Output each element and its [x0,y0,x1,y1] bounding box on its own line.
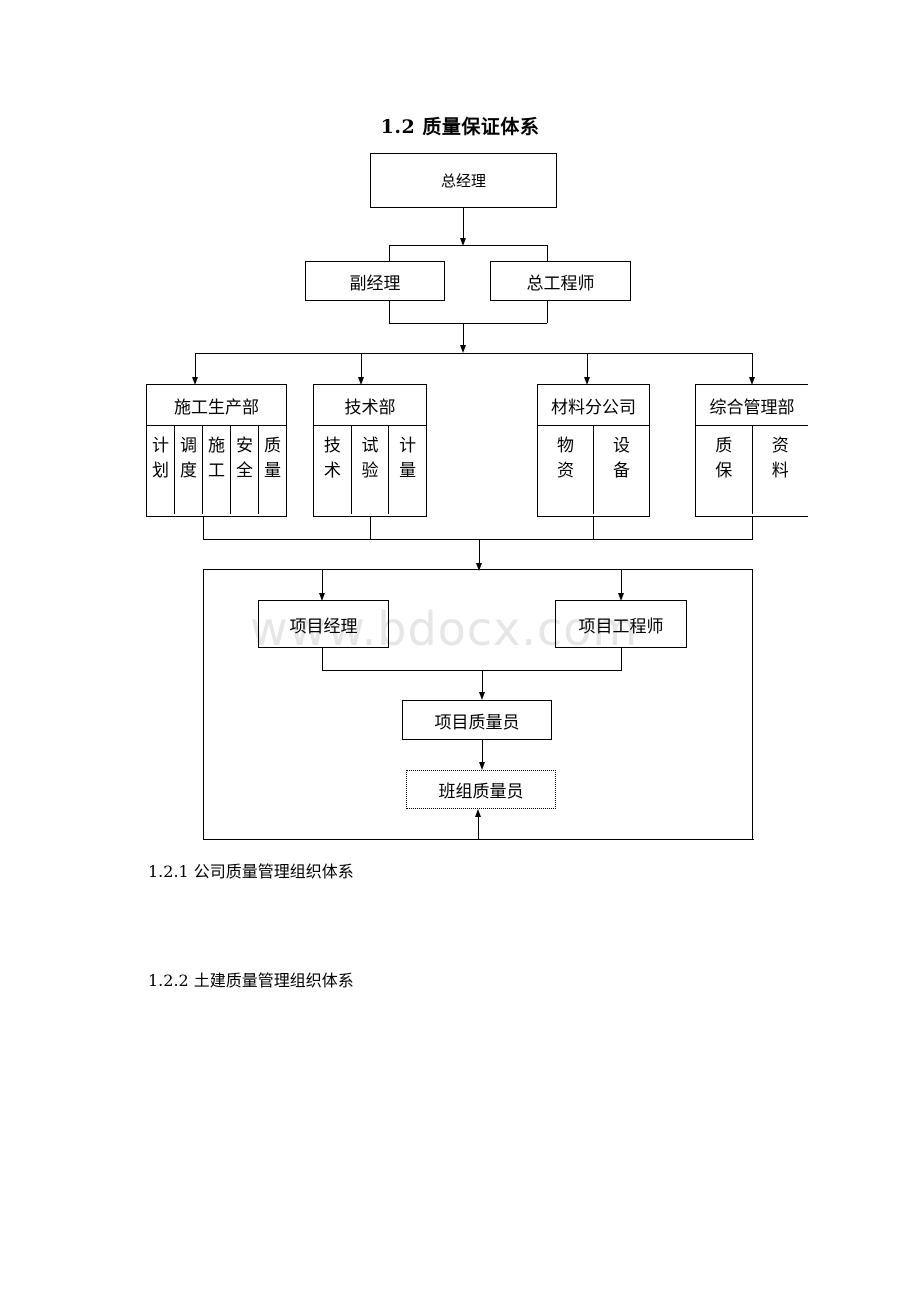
connector [203,539,753,540]
connector [482,670,483,692]
arrow-up-icon [475,809,481,817]
arrow-down-icon [479,692,485,700]
connector [478,817,479,839]
connector [370,517,371,539]
connector [482,740,483,762]
connector [752,353,753,377]
connector [389,323,547,324]
connector [195,353,753,354]
node-team-quality: 班组质量员 [406,770,556,809]
connector [593,517,594,539]
connector [203,839,754,840]
dept-name: 材料分公司 [538,385,649,426]
dept-technical: 技术部 技术 试验 计量 [313,384,427,517]
arrow-down-icon [460,238,466,246]
dept-col: 计划 [152,436,169,481]
section-heading: 1.2.2 土建质量管理组织体系 [148,971,354,990]
connector [389,245,547,246]
connector [322,648,323,670]
connector [479,539,480,564]
dept-general-admin: 综合管理部 质保 资料 [695,384,808,517]
node-project-quality: 项目质量员 [402,700,552,740]
node-project-manager: 项目经理 [258,600,389,648]
node-chief-engineer: 总工程师 [490,261,631,301]
dept-col: 物资 [557,436,574,481]
arrow-down-icon [319,593,325,601]
connector [361,353,362,377]
connector [322,570,323,593]
connector [547,301,548,323]
dept-col: 质量 [258,426,286,514]
connector [389,245,390,261]
arrow-down-icon [749,377,755,385]
dept-name: 技术部 [314,385,426,426]
dept-col: 质保 [715,436,733,481]
connector [752,517,753,539]
project-frame [203,569,753,839]
arrow-down-icon [479,762,485,770]
dept-col: 试验 [350,426,389,514]
dept-name: 综合管理部 [696,385,808,426]
connector [203,517,204,539]
dept-col: 技术 [323,436,341,481]
arrow-down-icon [460,345,466,353]
dept-col: 计量 [388,426,426,514]
connector [389,301,390,323]
connector [463,208,464,238]
dept-materials: 材料分公司 物资 设备 [537,384,650,517]
arrow-down-icon [358,377,364,385]
node-project-engineer: 项目工程师 [555,600,687,648]
dept-col: 设备 [593,426,649,514]
dept-col: 安全 [230,426,258,514]
connector [587,353,588,377]
dept-col: 调度 [174,426,202,514]
connector [621,648,622,670]
arrow-down-icon [618,593,624,601]
dept-construction: 施工生产部 计划 调度 施工 安全 质量 [146,384,287,517]
connector [463,323,464,345]
arrow-down-icon [192,377,198,385]
node-deputy-manager: 副经理 [305,261,445,301]
connector [547,245,548,261]
arrow-down-icon [584,377,590,385]
arrow-down-icon [476,563,482,571]
node-general-manager: 总经理 [370,153,557,208]
dept-col: 资料 [751,426,809,514]
section-heading: 1.2.1 公司质量管理组织体系 [148,862,354,881]
connector [195,353,196,377]
connector [621,570,622,593]
connector [322,670,622,671]
dept-name: 施工生产部 [147,385,286,426]
dept-col: 施工 [202,426,230,514]
page-title: 1.2 质量保证体系 [380,116,540,138]
